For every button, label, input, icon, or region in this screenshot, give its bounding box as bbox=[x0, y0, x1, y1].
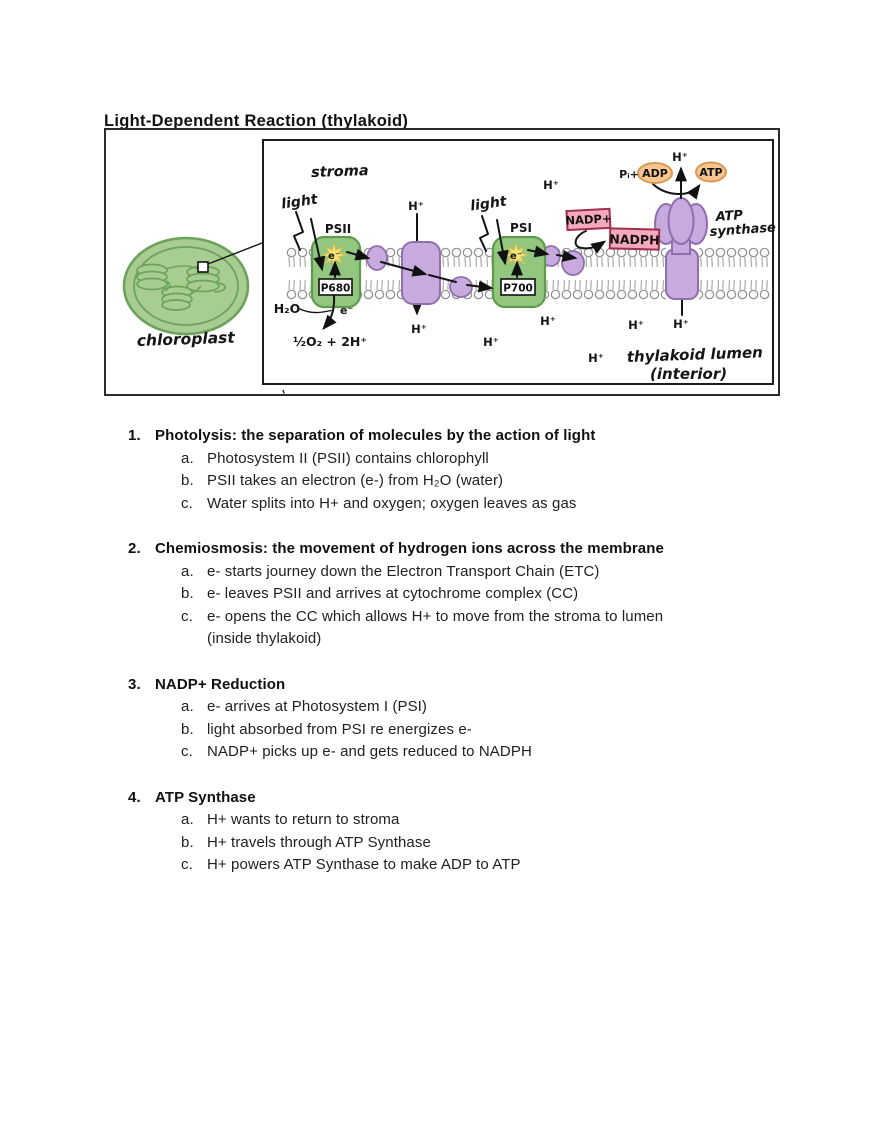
p680-label: P680 bbox=[321, 283, 351, 295]
water-splitting: H₂O e⁻ ½O₂ + 2H⁺ bbox=[274, 294, 367, 349]
section-title: NADP+ Reduction bbox=[155, 675, 286, 693]
psii-label: PSII bbox=[325, 222, 351, 236]
p700-label: P700 bbox=[503, 283, 533, 295]
section-number: 4. bbox=[128, 788, 141, 806]
nadp-plus-label: NADP+ bbox=[565, 211, 612, 227]
nadp-reduction: NADP+ NADPH bbox=[565, 207, 661, 251]
list-item: c. NADP+ picks up e- and gets reduced to… bbox=[181, 743, 532, 760]
h-plus-labels: H⁺ H⁺ H⁺ H⁺ H⁺ H⁺ H⁺ H⁺ H⁺ bbox=[408, 150, 689, 365]
atp-synthase-label: ATP bbox=[714, 208, 744, 225]
section-number: 1. bbox=[128, 427, 141, 444]
section-number: 3. bbox=[128, 675, 141, 693]
notes-list: 1. Photolysis: the separation of molecul… bbox=[104, 425, 804, 900]
h-plus-label: H⁺ bbox=[483, 335, 499, 349]
chloroplast-illustration bbox=[122, 236, 250, 336]
thylakoid-diagram-svg: chloroplast e⁻ P680 bbox=[104, 128, 780, 396]
lamellae bbox=[164, 265, 226, 295]
list-item: b. light absorbed from PSI re energizes … bbox=[181, 720, 472, 738]
psi-label: PSI bbox=[510, 221, 532, 235]
page-title: Light-Dependent Reaction (thylakoid) bbox=[104, 112, 409, 131]
list-item: c. Water splits into H+ and oxygen; oxyg… bbox=[181, 494, 577, 512]
section-title: ATP Synthase bbox=[155, 788, 256, 806]
zoom-callout-square bbox=[197, 261, 209, 273]
h2o-label: H₂O bbox=[274, 301, 301, 316]
list-item: b. H+ travels through ATP Synthase bbox=[181, 833, 431, 851]
list-item: a. Photosystem II (PSII) contains chloro… bbox=[181, 449, 489, 467]
light-label: light bbox=[469, 193, 508, 214]
light-arrows bbox=[293, 211, 509, 272]
section-title: Photolysis: the separation of molecules … bbox=[155, 427, 596, 444]
nadph-label: NADPH bbox=[609, 231, 660, 247]
stray-mark bbox=[282, 389, 285, 394]
pi-label: Pᵢ+ bbox=[619, 168, 639, 181]
electron-label: e⁻ bbox=[328, 251, 340, 262]
photosystem-ii: e⁻ P680 bbox=[310, 235, 362, 309]
h-plus-label: H⁺ bbox=[543, 178, 559, 192]
thylakoid-lumen-label: thylakoid lumen bbox=[627, 343, 764, 366]
atp-synthase-label: synthase bbox=[709, 220, 776, 240]
note-section-nadp-reduction: 3. NADP+ Reduction a. e- arrives at Phot… bbox=[104, 674, 804, 764]
list-item: c. e- opens the CC which allows H+ to mo… bbox=[181, 607, 664, 625]
h-plus-label: H⁺ bbox=[408, 199, 424, 213]
adp-atp-conversion: ADP ATP Pᵢ+ bbox=[619, 161, 727, 200]
note-section-chemiosmosis: 2. Chemiosmosis: the movement of hydroge… bbox=[104, 538, 804, 651]
note-section-photolysis: 1. Photolysis: the separation of molecul… bbox=[104, 425, 804, 515]
electron-label: e⁻ bbox=[340, 304, 353, 317]
photosystem-i: e⁻ P700 bbox=[491, 235, 547, 309]
atp-label: ATP bbox=[699, 166, 722, 179]
list-item: a. e- arrives at Photosystem I (PSI) bbox=[181, 698, 428, 715]
list-item: b. PSII takes an electron (e-) from H₂O … bbox=[181, 472, 504, 489]
section-number: 2. bbox=[128, 540, 141, 557]
h-plus-label: H⁺ bbox=[673, 317, 689, 331]
light-label: light bbox=[280, 191, 319, 212]
atp-synthase bbox=[654, 197, 708, 300]
chloroplast-label: chloroplast bbox=[137, 329, 236, 350]
h-plus-label: H⁺ bbox=[628, 318, 644, 332]
electron-transport-arrows bbox=[346, 230, 607, 293]
adp-label: ADP bbox=[642, 167, 668, 180]
adp-to-atp-arrow bbox=[652, 183, 701, 200]
list-item: b. e- leaves PSII and arrives at cytochr… bbox=[181, 585, 579, 602]
electron-to-nadph-arrow bbox=[574, 230, 607, 254]
note-section-atp-synthase: 4. ATP Synthase a. H+ wants to return to… bbox=[104, 787, 804, 877]
thylakoid-diagram: chloroplast e⁻ P680 bbox=[104, 128, 780, 397]
membrane-bilayer bbox=[286, 247, 771, 300]
h-plus-label: H⁺ bbox=[672, 150, 688, 164]
interior-label: (interior) bbox=[650, 365, 727, 383]
callout-line bbox=[207, 242, 263, 265]
stroma-label: stroma bbox=[311, 163, 369, 181]
h-plus-label: H⁺ bbox=[411, 322, 427, 336]
electron-label: e⁻ bbox=[510, 251, 522, 262]
oxygen-product-label: ½O₂ + 2H⁺ bbox=[293, 334, 367, 349]
list-item-continuation: (inside thylakoid) bbox=[207, 630, 322, 647]
h-plus-label: H⁺ bbox=[588, 351, 604, 365]
list-item: a. e- starts journey down the Electron T… bbox=[181, 562, 600, 580]
h-plus-label: H⁺ bbox=[540, 314, 556, 328]
section-title: Chemiosmosis: the movement of hydrogen i… bbox=[155, 540, 664, 557]
list-item: a. H+ wants to return to stroma bbox=[181, 811, 400, 828]
grana-stacks bbox=[136, 263, 220, 311]
list-item: c. H+ powers ATP Synthase to make ADP to… bbox=[181, 856, 521, 873]
